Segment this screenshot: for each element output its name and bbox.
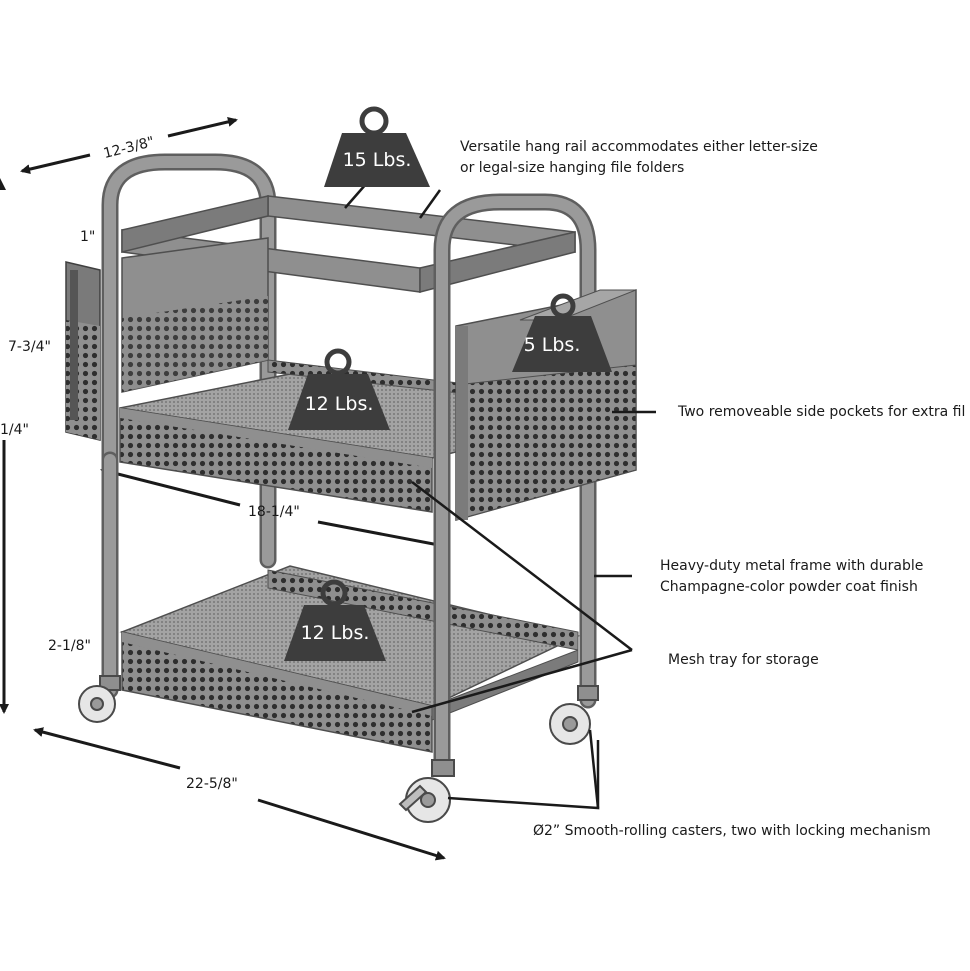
overall-width-arrow-left [33, 727, 181, 770]
callout-hang-rail-line2: or legal-size hanging file folders [460, 160, 685, 176]
callout-frame-line1: Heavy-duty metal frame with durable [660, 558, 924, 574]
dimension-inner-width: 18-1/4" [248, 504, 300, 520]
callout-hang-rail: Versatile hang rail accommodates either … [460, 137, 818, 179]
dimension-overall-height: 1/4" [0, 422, 29, 438]
callout-frame: Heavy-duty metal frame with durable Cham… [660, 556, 923, 598]
weight-label-pocket: 5 Lbs. [523, 334, 581, 356]
callout-mesh-tray: Mesh tray for storage [668, 652, 819, 668]
caster-front-locking [398, 759, 455, 823]
leader-hang-rail-b [418, 189, 442, 219]
cart-frame-front [101, 193, 597, 769]
inner-width-arrow-right [317, 520, 446, 550]
cart-frame-back [101, 153, 277, 689]
weight-icon-top [324, 106, 430, 187]
leader-lines [344, 167, 656, 810]
dimension-tray-height: 2-1/8" [48, 638, 91, 654]
weight-icon-bottom [284, 579, 386, 661]
leader-mesh-tray-a [411, 481, 633, 651]
dimension-pocket-height: 7-3/4" [8, 339, 51, 355]
height-arrow-top [0, 178, 6, 190]
callout-hang-rail-line1: Versatile hang rail accommodates either … [460, 139, 818, 155]
casters [78, 675, 599, 823]
overall-width-arrow-right [257, 798, 446, 861]
weight-icon-middle [288, 348, 390, 430]
middle-back-panel [121, 237, 269, 393]
weight-icon-pocket [512, 293, 612, 372]
dimension-rail-height: 1" [80, 229, 96, 245]
depth-arrow-left [20, 153, 91, 175]
caster-back-right [549, 685, 599, 745]
hang-rail [121, 195, 576, 293]
dimension-overall-width: 22-5/8" [186, 776, 238, 792]
left-side-pocket [65, 261, 101, 441]
leader-mesh-tray-b [411, 648, 633, 714]
weight-label-middle: 12 Lbs. [304, 393, 374, 415]
depth-arrow-right [167, 116, 238, 138]
inner-width-arrow-left [100, 467, 241, 507]
weight-label-top: 15 Lbs. [342, 149, 412, 171]
callout-frame-line2: Champagne-color powder coat finish [660, 579, 918, 595]
weight-label-bottom: 12 Lbs. [300, 622, 370, 644]
caster-back-left [78, 675, 121, 723]
dimension-arrows [0, 116, 446, 861]
callout-casters: Ø2” Smooth-rolling casters, two with loc… [533, 823, 931, 839]
callout-side-pockets: Two removeable side pockets for extra fi… [678, 404, 966, 420]
